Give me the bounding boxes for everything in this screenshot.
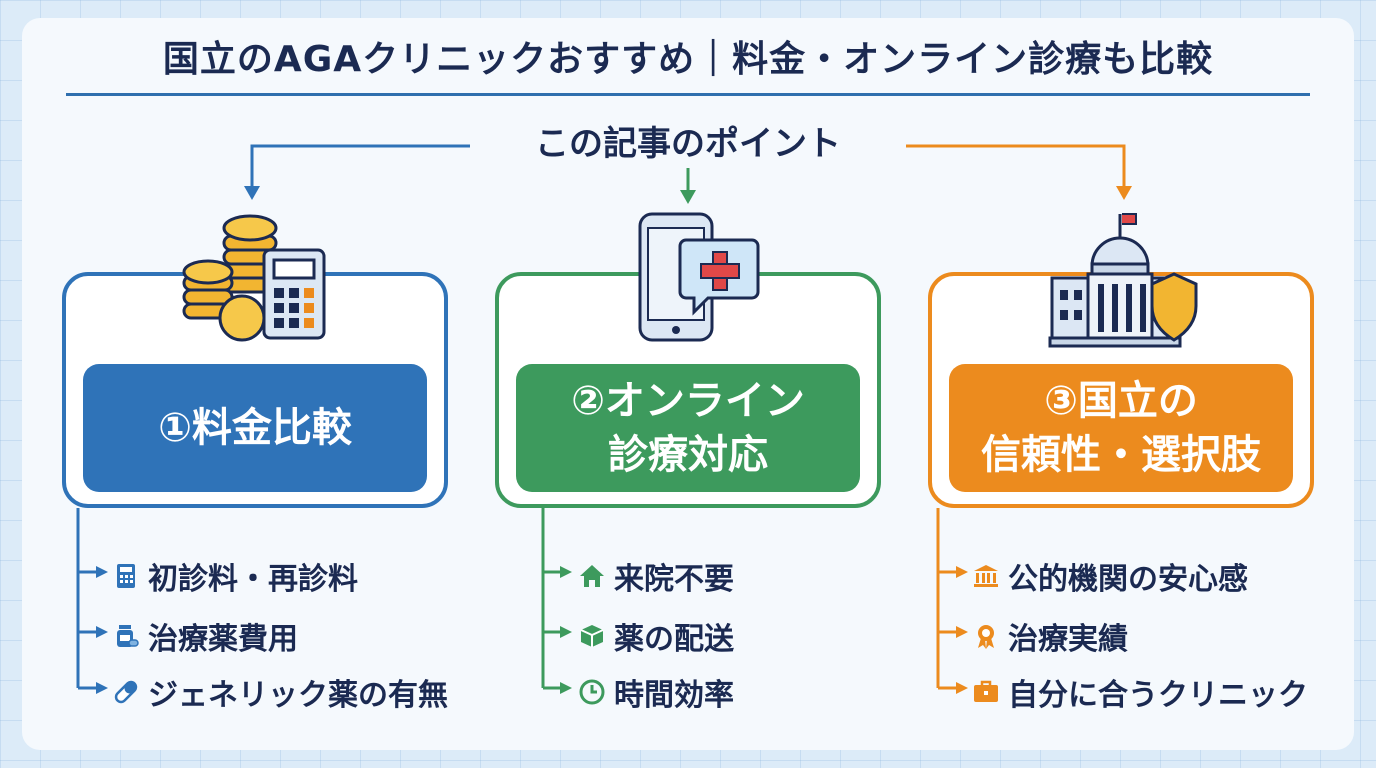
card-label: ①料金比較	[83, 364, 427, 492]
points-heading: この記事のポイント	[535, 124, 841, 164]
calculator-icon	[117, 564, 135, 588]
smartphone-medical-icon	[638, 212, 760, 342]
card-label-line: ①料金比較	[158, 405, 352, 451]
list-item-text: 時間効率	[614, 678, 734, 713]
list-item: 初診料・再診料	[112, 554, 358, 598]
card-label-line: ③国立の	[1044, 378, 1198, 424]
title-divider	[66, 93, 1310, 96]
card-label: ③国立の 信頼性・選択肢	[949, 364, 1293, 492]
capsule-icon	[114, 680, 138, 704]
government-building-shield-icon	[1048, 213, 1198, 348]
list-item: ジェネリック薬の有無	[112, 670, 448, 714]
list-item-text: 自分に合うクリニック	[1008, 678, 1308, 713]
coins-calculator-icon	[182, 214, 326, 342]
list-item-text: ジェネリック薬の有無	[148, 678, 448, 713]
page-title: 国立のAGAクリニックおすすめ｜料金・オンライン診療も比較	[162, 39, 1214, 80]
list-item-text: 治療実績	[1008, 622, 1128, 657]
card-label-line: 診療対応	[608, 432, 768, 478]
home-icon	[580, 565, 604, 587]
card-label-line: ②オンライン	[571, 378, 805, 424]
institution-icon	[974, 565, 998, 587]
list-item-text: 初診料・再診料	[148, 562, 358, 597]
card-label: ②オンライン 診療対応	[516, 364, 860, 492]
award-ribbon-icon	[978, 625, 994, 649]
list-item-text: 薬の配送	[614, 622, 734, 657]
briefcase-icon	[974, 680, 998, 702]
list-item: 治療実績	[972, 614, 1128, 658]
clock-icon	[579, 679, 605, 705]
list-item-text: 公的機関の安心感	[1008, 562, 1248, 597]
list-item: 薬の配送	[578, 614, 734, 658]
list-item-text: 来院不要	[614, 562, 734, 597]
package-icon	[580, 625, 604, 647]
list-item: 時間効率	[578, 670, 734, 714]
list-item: 公的機関の安心感	[972, 554, 1248, 598]
card-national-trust: ③国立の 信頼性・選択肢	[928, 272, 1314, 508]
list-item: 治療薬費用	[112, 614, 298, 658]
card-label-line: 信頼性・選択肢	[981, 432, 1261, 478]
list-item-text: 治療薬費用	[148, 622, 298, 657]
list-item: 自分に合うクリニック	[972, 670, 1308, 714]
medicine-bottle-icon	[117, 625, 139, 647]
list-item: 来院不要	[578, 554, 734, 598]
